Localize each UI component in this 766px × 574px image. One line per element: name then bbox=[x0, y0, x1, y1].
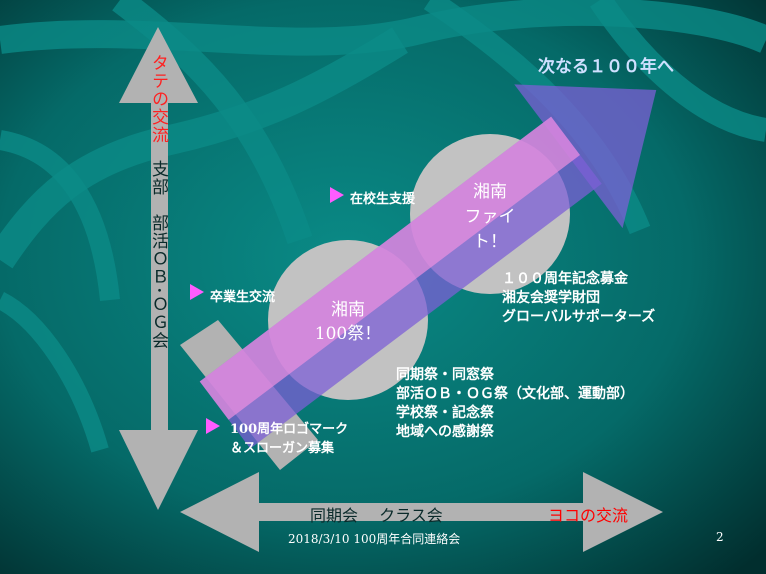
bullet-triangle-icon bbox=[206, 418, 220, 434]
circle-1-text: 湘南 100祭！ bbox=[298, 298, 398, 346]
event-list: 同期祭・同窓祭 部活ＯＢ・ＯＧ祭（文化部、運動部） 学校祭・記念祭 地域への感謝… bbox=[396, 366, 634, 442]
footer-text: 2018/3/10 100周年合同連絡会 bbox=[288, 532, 461, 546]
circle-2-line1: 湘南 bbox=[473, 182, 507, 202]
circle-2-text: 湘南 ファイ ト！ bbox=[440, 180, 540, 255]
horizontal-axis-label: 同期会 クラス会 bbox=[310, 506, 443, 525]
bullet-alumni-exchange: 卒業生交流 bbox=[210, 290, 276, 305]
event-line: 部活ＯＢ・ＯＧ祭（文化部、運動部） bbox=[396, 386, 634, 402]
horizontal-axis-red-label: ヨコの交流 bbox=[548, 506, 629, 525]
vertical-double-arrow bbox=[119, 27, 198, 510]
event-line: 同期祭・同窓祭 bbox=[396, 367, 494, 383]
bullet-logo-slogan: 100周年ロゴマーク ＆スローガン募集 bbox=[230, 420, 348, 458]
fund-list: １００周年記念募金 湘友会奨学財団 グローバルサポーターズ bbox=[502, 270, 655, 327]
event-line: 学校祭・記念祭 bbox=[396, 405, 494, 421]
horizontal-double-arrow bbox=[180, 472, 663, 552]
circle-2-line2: ファイ bbox=[464, 207, 516, 227]
fund-line: グローバルサポーターズ bbox=[502, 309, 656, 325]
vertical-axis-label: 支部 部活ＯＢ･ＯＧ会 bbox=[148, 160, 168, 350]
circle-1-line1: 湘南 bbox=[331, 300, 365, 320]
page-number: 2 bbox=[716, 530, 724, 544]
bullet-triangle-icon bbox=[190, 284, 204, 300]
bullet-student-support: 在校生支援 bbox=[350, 192, 416, 207]
event-line: 地域への感謝祭 bbox=[396, 424, 494, 440]
fund-line: 湘友会奨学財団 bbox=[502, 290, 600, 306]
vertical-axis-red-label: タテの交流 bbox=[148, 54, 168, 144]
bullet-logo-line1: 100周年ロゴマーク bbox=[230, 422, 349, 437]
circle-2-line3: ト！ bbox=[473, 232, 507, 252]
bullet-triangle-icon bbox=[330, 187, 344, 203]
fund-line: １００周年記念募金 bbox=[502, 271, 628, 287]
bullet-logo-line2: ＆スローガン募集 bbox=[230, 441, 335, 456]
next-100-years-label: 次なる１００年へ bbox=[538, 57, 674, 77]
circle-1-line2: 100祭！ bbox=[314, 324, 382, 344]
